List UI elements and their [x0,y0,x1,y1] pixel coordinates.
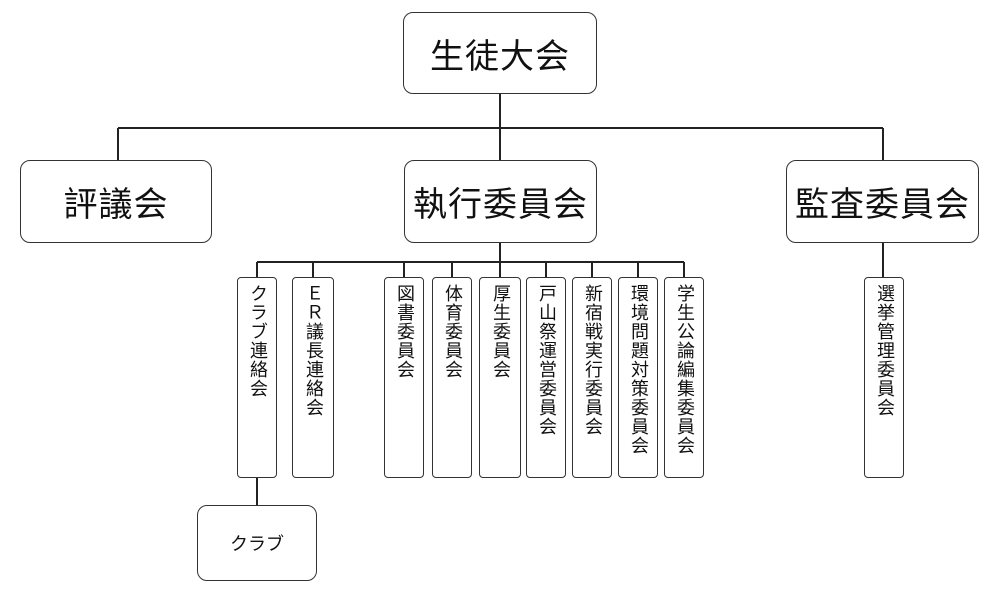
node-club: クラブ [197,505,317,581]
node-library-committee: 図書委員会 [384,277,424,478]
node-sports-label: 体育委員会 [442,284,463,379]
node-welfare-committee: 厚生委員会 [479,277,521,478]
node-audit-label: 監査委員会 [795,185,970,225]
node-council-label: 評議会 [63,185,169,225]
node-shinjukusen-committee: 新宿戦実行委員会 [572,277,612,478]
root-node-label: 生徒大会 [430,36,570,77]
node-shinjukusen-label: 新宿戦実行委員会 [582,284,603,436]
node-environment-committee: 環境問題対策委員会 [618,277,658,478]
node-council: 評議会 [20,160,212,243]
node-er-chair-liaison-label: ＥＲ議長連絡会 [303,284,324,417]
node-club-liaison: クラブ連絡会 [237,277,277,478]
node-audit-committee: 監査委員会 [786,160,979,243]
node-er-chair-liaison: ＥＲ議長連絡会 [292,277,334,478]
root-node-general-assembly: 生徒大会 [403,12,597,94]
node-toyamasai-label: 戸山祭運営委員会 [536,284,557,436]
node-environment-label: 環境問題対策委員会 [628,284,649,455]
node-club-liaison-label: クラブ連絡会 [247,284,268,398]
node-library-label: 図書委員会 [394,284,415,379]
node-club-label: クラブ [230,534,284,555]
node-toyamasai-committee: 戸山祭運営委員会 [526,277,566,478]
node-executive-label: 執行委員会 [413,185,588,225]
node-sports-committee: 体育委員会 [432,277,472,478]
node-executive-committee: 執行委員会 [404,160,597,243]
node-welfare-label: 厚生委員会 [490,284,511,379]
node-election-committee: 選挙管理委員会 [864,277,904,478]
node-editorial-committee: 学生公論編集委員会 [664,277,704,478]
node-editorial-label: 学生公論編集委員会 [674,284,695,455]
node-election-label: 選挙管理委員会 [874,284,895,417]
